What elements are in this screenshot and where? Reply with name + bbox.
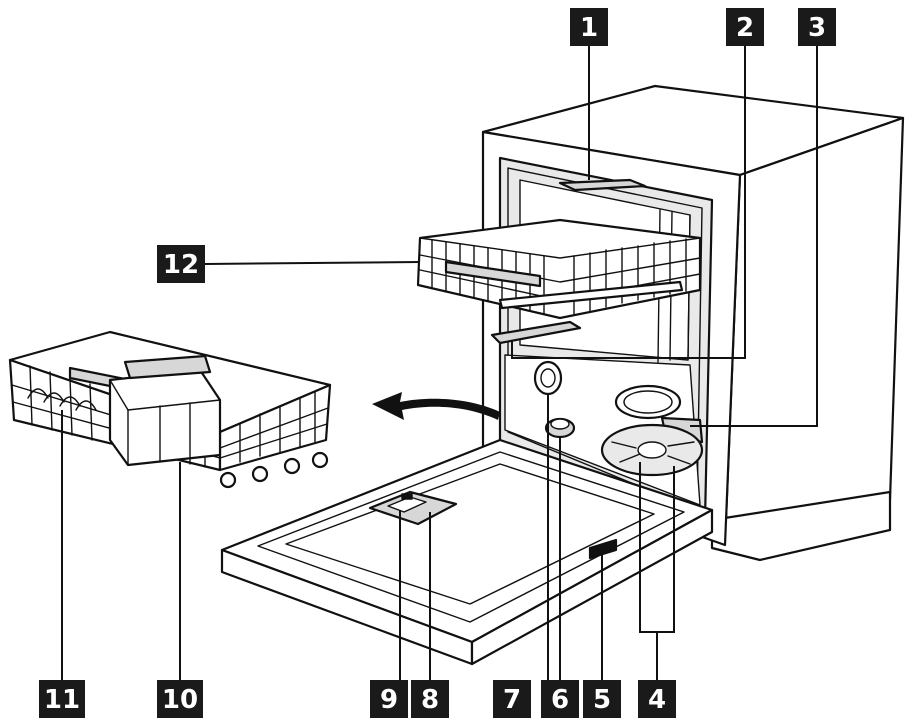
callout-label: 4 (648, 685, 666, 715)
callout-label: 11 (44, 685, 80, 715)
water-inlet (533, 360, 563, 396)
callout-9: 9 (370, 680, 408, 718)
callout-5: 5 (583, 680, 621, 718)
callout-6: 6 (541, 680, 579, 718)
middle-spray-arm (490, 320, 582, 345)
salt-container-cap (544, 417, 576, 439)
callout-label: 10 (162, 685, 198, 715)
callout-label: 1 (580, 13, 598, 43)
callout-label: 6 (551, 685, 569, 715)
callout-3: 3 (798, 8, 836, 46)
callout-10: 10 (157, 680, 203, 718)
callout-1: 1 (570, 8, 608, 46)
upper-rack (416, 218, 702, 320)
callout-label: 3 (808, 13, 826, 43)
callout-label: 9 (380, 685, 398, 715)
callout-7: 7 (493, 680, 531, 718)
callout-2: 2 (726, 8, 764, 46)
callout-label: 7 (503, 685, 521, 715)
callout-8: 8 (411, 680, 449, 718)
leader-lines (61, 44, 818, 680)
callout-12: 12 (157, 245, 205, 283)
lower-rack (8, 330, 332, 489)
callout-label: 2 (736, 13, 754, 43)
callout-label: 8 (421, 685, 439, 715)
rating-plate (588, 538, 618, 560)
lower-spray-arm (600, 423, 704, 477)
removal-arrow (372, 392, 500, 420)
callout-4: 4 (638, 680, 676, 718)
callout-label: 12 (163, 250, 199, 280)
top-spray-arm (558, 178, 647, 192)
open-door (220, 438, 714, 666)
callout-11: 11 (39, 680, 85, 718)
callout-label: 5 (593, 685, 611, 715)
detergent-dispenser (368, 490, 458, 526)
